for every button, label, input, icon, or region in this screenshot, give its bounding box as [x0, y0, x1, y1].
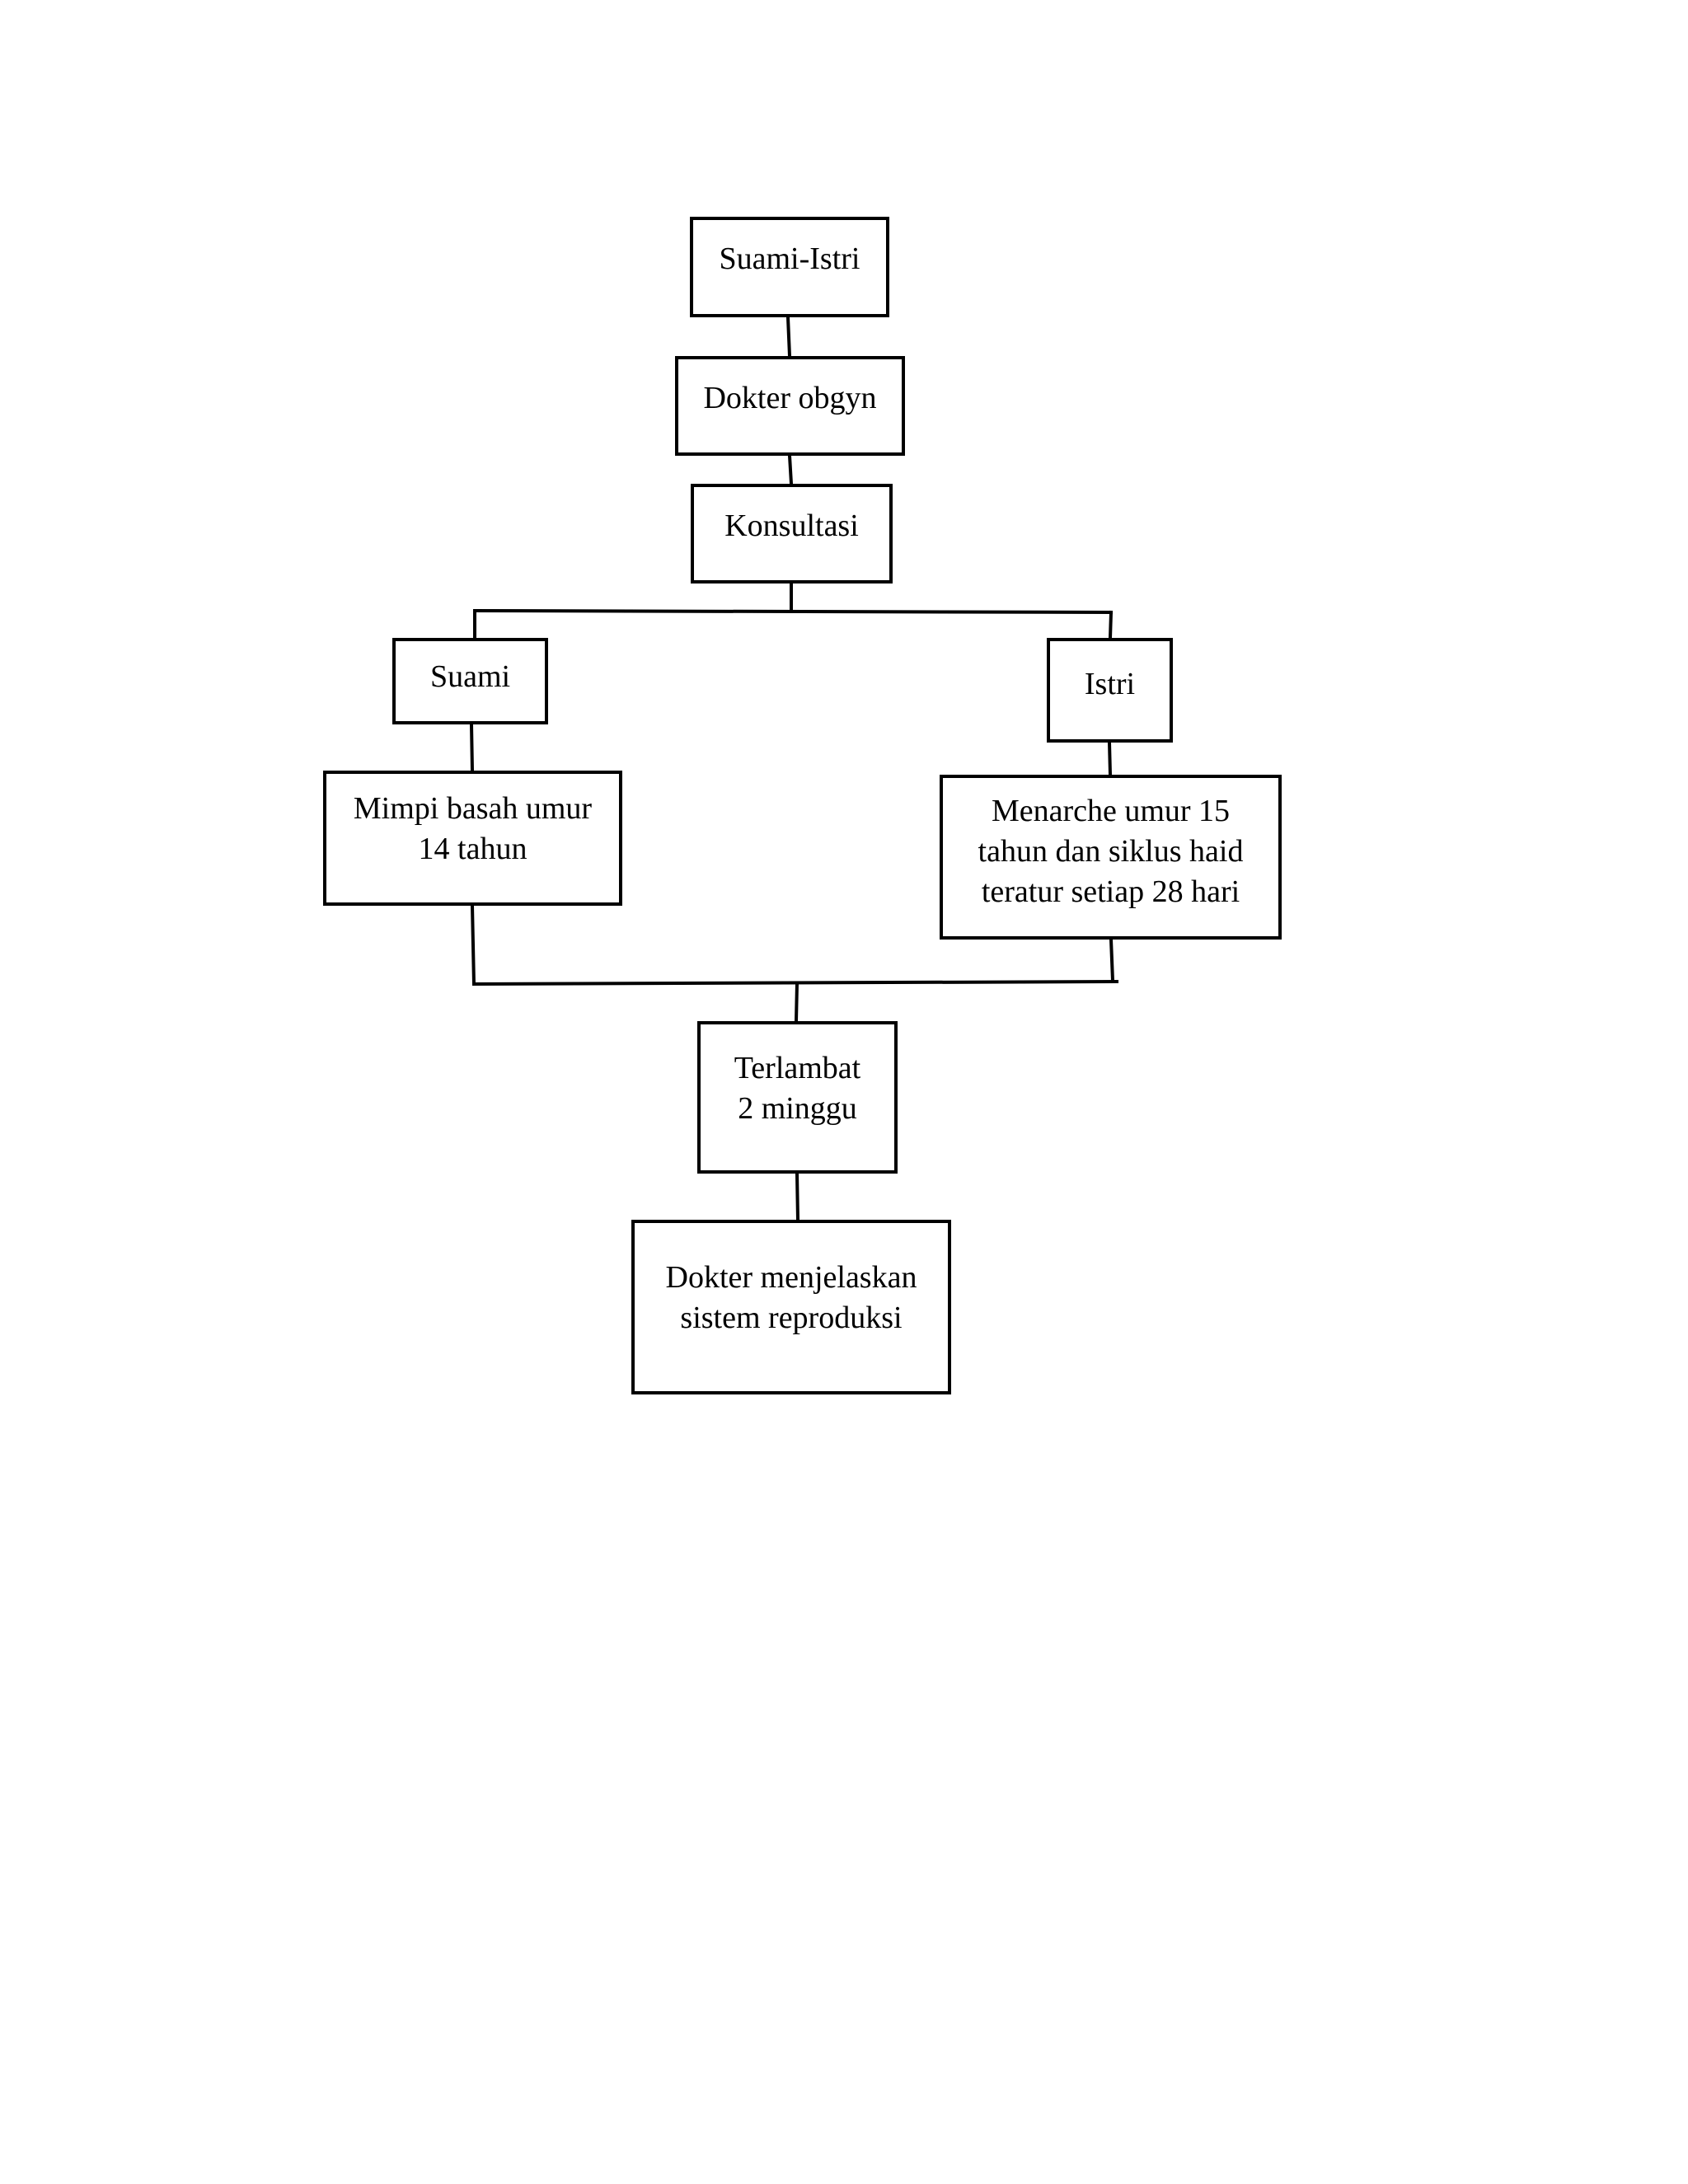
node-label: Menarche umur 15 tahun dan siklus haid t… [978, 794, 1244, 909]
connector-merge-horizontal [471, 979, 1119, 987]
node-suami: Suami [392, 638, 548, 724]
connector-branch-to-istri [1108, 610, 1114, 640]
connector-mimpi-basah-down [470, 903, 476, 987]
node-dokter-menjelaskan: Dokter menjelaskan sistem reproduksi [631, 1220, 951, 1394]
node-label: Konsultasi [724, 509, 859, 543]
node-dokter-obgyn: Dokter obgyn [675, 356, 905, 456]
node-label: Suami-Istri [719, 241, 860, 276]
node-menarche: Menarche umur 15 tahun dan siklus haid t… [940, 775, 1282, 940]
connector-terlambat-to-dokter-menjelaskan [795, 1171, 800, 1222]
connector-suami-to-mimpi-basah [469, 722, 475, 773]
node-label: Mimpi basah umur 14 tahun [353, 791, 593, 866]
connector-branch-horizontal [472, 608, 1114, 615]
node-konsultasi: Konsultasi [691, 484, 893, 583]
node-terlambat: Terlambat 2 minggu [697, 1021, 898, 1174]
connector-dokter-obgyn-to-konsultasi [787, 453, 794, 486]
node-label: Suami [429, 659, 511, 694]
connector-merge-to-terlambat [794, 981, 799, 1024]
connector-istri-to-menarche [1107, 740, 1113, 777]
node-label: Dokter obgyn [703, 381, 877, 415]
node-label: Istri [1084, 667, 1136, 701]
node-suami-istri: Suami-Istri [690, 217, 889, 317]
node-mimpi-basah: Mimpi basah umur 14 tahun [323, 771, 622, 906]
node-istri: Istri [1047, 638, 1173, 743]
node-label: Terlambat 2 minggu [734, 1051, 861, 1126]
connector-menarche-down [1109, 937, 1115, 983]
connector-suami-istri-to-dokter-obgyn [785, 315, 792, 359]
node-label: Dokter menjelaskan sistem reproduksi [665, 1260, 917, 1335]
